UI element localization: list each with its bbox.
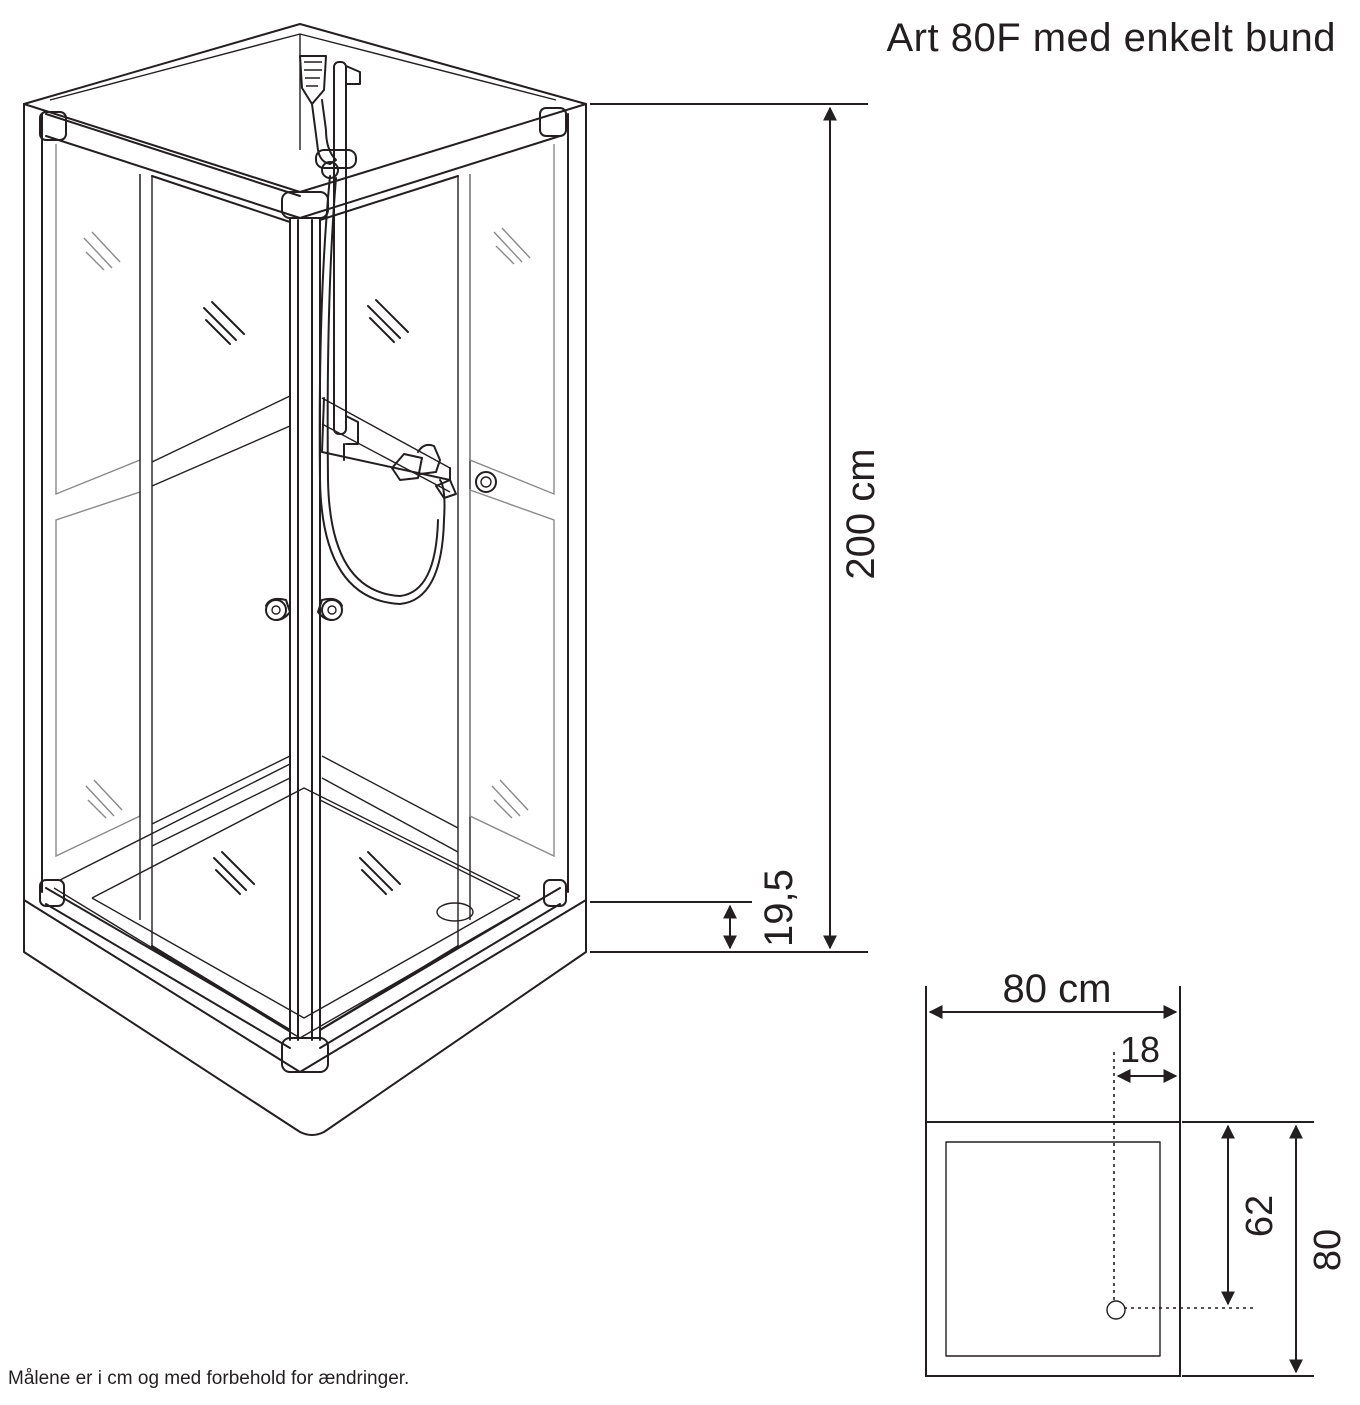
tray-outline [925,1121,1181,1377]
disclaimer-note: Målene er i cm og med forbehold for ændr… [8,1368,410,1389]
base-height-label: 19,5 [757,869,801,947]
tray-inner [945,1141,1161,1357]
cabin-frame [23,23,587,1073]
height-dimensions: 200 cm 19,5 [590,103,883,953]
hand-shower-head-icon [299,55,327,105]
drain-front-offset-label: 62 [1239,1195,1281,1237]
left-door [59,175,291,1031]
slide-rail [333,61,347,435]
left-side-panel [55,144,153,946]
glass-reflection-marks [83,227,531,895]
drain-position-icon [1106,1300,1126,1320]
shower-hardware [299,55,497,605]
right-side-panel [319,144,555,946]
depth-label: 80 [1307,1229,1349,1271]
drain-icon [436,902,474,922]
mixer-valve-icon [391,453,423,481]
shower-cabin-illustration [23,23,587,1136]
height-label: 200 cm [839,448,883,579]
width-label: 80 cm [1003,967,1112,1011]
product-title: Art 80F med enkelt bund [886,16,1336,60]
shower-tray [23,787,587,1136]
right-door [317,175,459,1031]
plan-view: 80 cm 18 62 80 [925,967,1349,1377]
drain-side-offset-label: 18 [1120,1029,1160,1070]
